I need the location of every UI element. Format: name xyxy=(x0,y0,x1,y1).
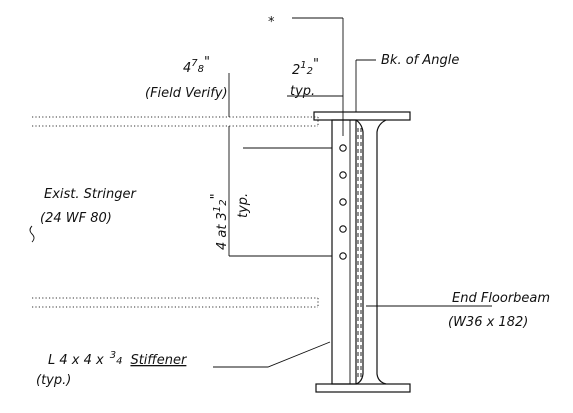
asterisk-note: * xyxy=(268,15,275,30)
end-floorbeam xyxy=(313,111,411,393)
connection-angle xyxy=(331,119,362,385)
stringer-break-mark xyxy=(29,225,35,243)
stringer-size-label: (24 WF 80) xyxy=(40,211,112,226)
bolt-hole xyxy=(339,225,347,233)
existing-stringer xyxy=(29,116,319,308)
bolt-hole xyxy=(339,198,347,206)
gage-dimension xyxy=(287,17,376,136)
field-verify-label: (Field Verify) xyxy=(145,86,228,101)
stiffener-typ-label: (typ.) xyxy=(36,373,71,388)
bolt-hole xyxy=(339,171,347,179)
stiffener-leader xyxy=(213,341,331,368)
back-of-angle-label: Bk. of Angle xyxy=(381,53,459,68)
bolt-hole xyxy=(339,252,347,260)
bolt-group xyxy=(339,144,347,260)
floorbeam-name-label: End Floorbeam xyxy=(452,291,550,306)
edge-distance-label: 478" xyxy=(183,55,210,76)
edge-distance-dimension xyxy=(228,73,332,257)
bolt-spacing-typ-label: typ. xyxy=(236,193,251,218)
gage-label: 212" xyxy=(292,57,319,78)
bolt-hole xyxy=(339,144,347,152)
gage-typ-label: typ. xyxy=(290,84,315,99)
bolt-spacing-label: 4 at 312" xyxy=(209,193,230,250)
floorbeam-size-label: (W36 x 182) xyxy=(448,315,528,330)
stringer-name-label: Exist. Stringer xyxy=(44,187,137,202)
